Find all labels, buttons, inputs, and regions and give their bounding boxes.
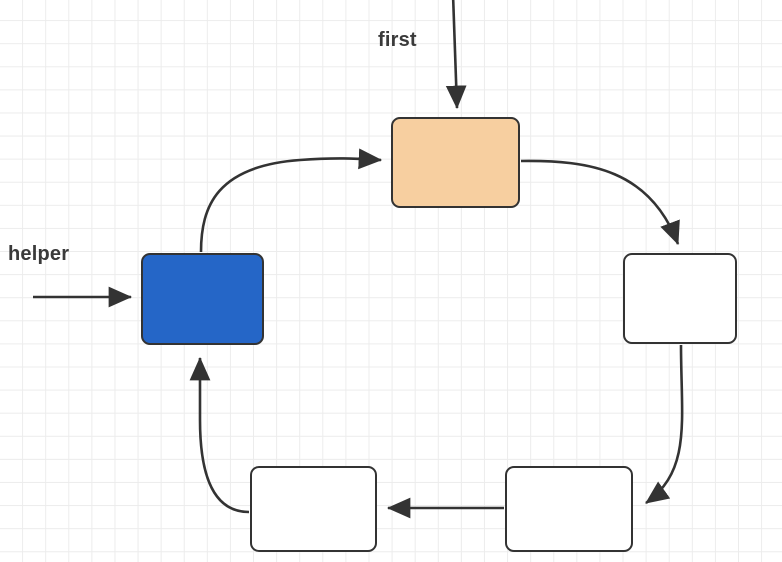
node-top[interactable]	[391, 117, 520, 208]
edge-bottomleft-to-left	[189, 356, 250, 514]
node-bottom-right[interactable]	[505, 466, 633, 552]
node-bottom-left[interactable]	[250, 466, 377, 552]
node-right[interactable]	[623, 253, 737, 344]
edge-label-first: first	[378, 29, 417, 51]
edge-top-to-right	[520, 159, 680, 245]
edge-first-to-top	[445, 0, 467, 110]
edge-right-to-bottomright	[645, 344, 684, 505]
edge-left-to-top	[199, 148, 383, 253]
node-left[interactable]	[141, 253, 264, 345]
edge-label-helper: helper	[8, 243, 70, 265]
